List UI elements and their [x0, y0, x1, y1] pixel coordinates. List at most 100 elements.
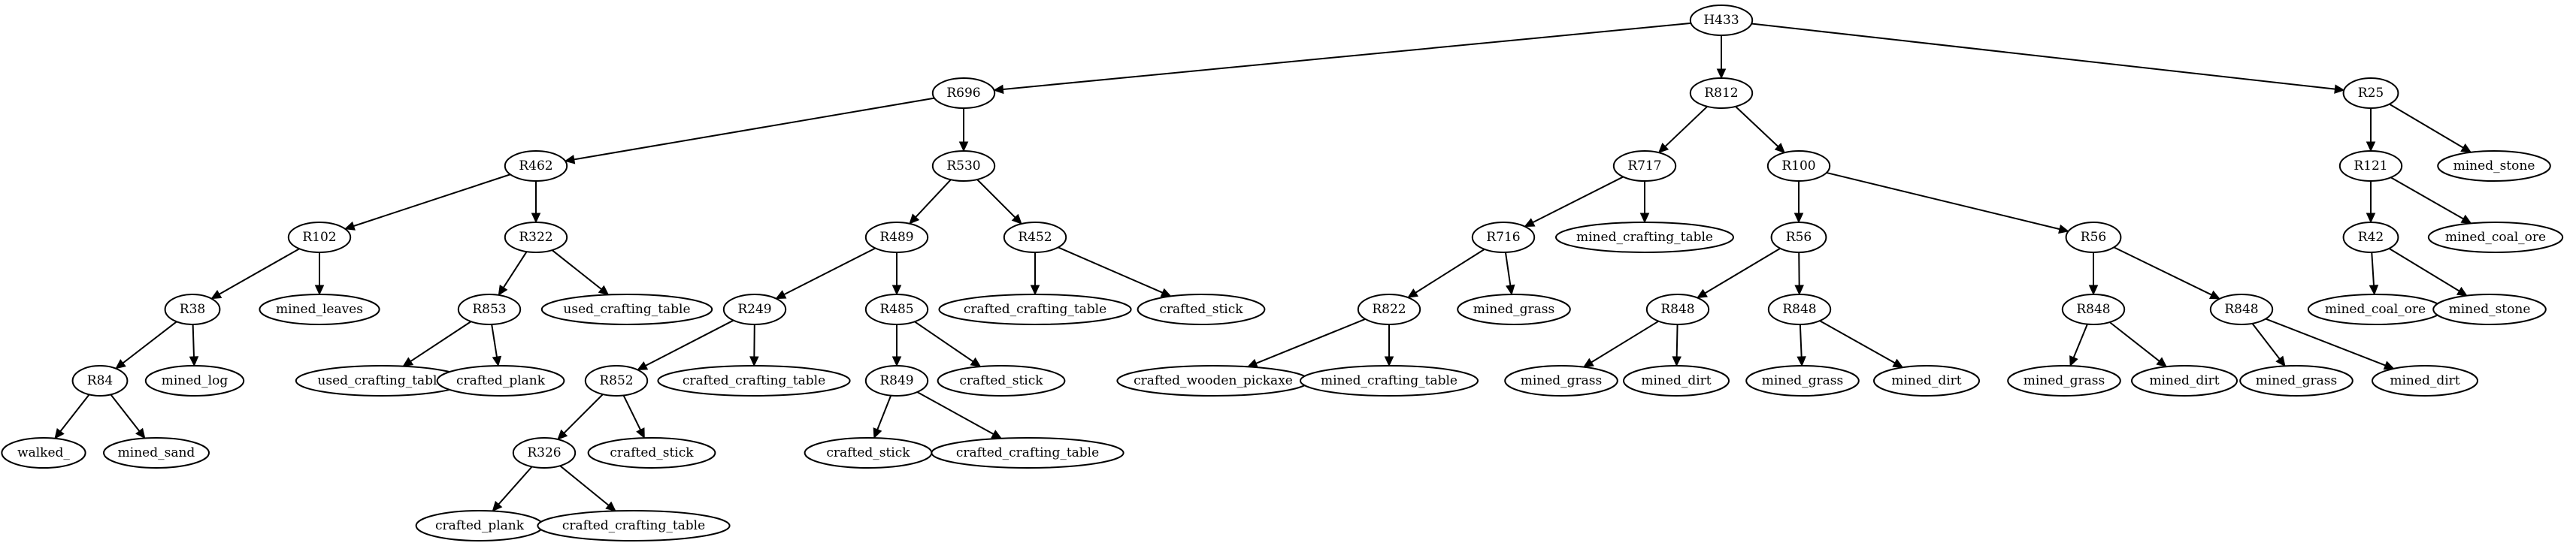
node-label: R848	[1782, 302, 1816, 317]
node-label: mined_coal_ore	[2325, 302, 2426, 317]
node-label: crafted_crafting_table	[683, 373, 825, 388]
node-ellipse	[1612, 150, 1677, 182]
node-ellipse	[1471, 222, 1536, 253]
arrowhead-icon	[2156, 357, 2168, 367]
edge-line	[2113, 246, 2212, 296]
node-ellipse	[2437, 150, 2551, 182]
arrowhead-icon	[2369, 285, 2379, 296]
node-crafted-wooden-pickaxe: crafted_wooden_pickaxe	[1116, 365, 1310, 397]
node-r485: R485	[864, 294, 929, 325]
node-label: crafted_crafting_table	[956, 445, 1099, 460]
node-label: mined_grass	[2256, 373, 2338, 388]
node-ellipse	[259, 294, 380, 325]
node-label: H433	[1703, 13, 1739, 28]
arrowhead-icon	[891, 285, 902, 296]
node-label: mined_dirt	[2149, 373, 2219, 388]
edge-line	[2388, 247, 2460, 292]
node-label: R716	[1486, 230, 1520, 245]
edge-r822-to-mined-crafting-table	[1384, 324, 1394, 367]
edge-r849-to-crafted-crafting-table	[916, 391, 1003, 439]
arrowhead-icon	[909, 213, 920, 225]
edge-r848-to-mined-grass	[1797, 324, 1806, 367]
node-label: R249	[737, 302, 771, 317]
edge-line	[502, 251, 528, 288]
node-ellipse	[1745, 365, 1860, 397]
edge-line	[1819, 320, 1896, 364]
node-ellipse	[287, 222, 352, 253]
edge-line	[2371, 252, 2375, 286]
edge-h433-to-r25	[1751, 23, 2345, 94]
arrowhead-icon	[2383, 360, 2395, 370]
node-ellipse	[1767, 294, 1832, 325]
node-ellipse	[1357, 294, 1421, 325]
edge-h433-to-r812	[1716, 35, 1727, 80]
node-ellipse	[1555, 222, 1734, 253]
node-r326: R326	[512, 437, 577, 469]
arrowhead-icon	[991, 430, 1003, 439]
edge-line	[563, 394, 604, 434]
node-ellipse	[2061, 294, 2126, 325]
edge-r717-to-r716	[1524, 176, 1624, 228]
edge-r848-to-mined-dirt	[1672, 324, 1682, 367]
node-ellipse	[587, 437, 716, 469]
node-label: R25	[2358, 86, 2384, 101]
edge-r822-to-crafted-wooden-pickaxe	[1246, 318, 1366, 368]
node-r42: R42	[2342, 222, 2399, 253]
node-label: R696	[946, 86, 980, 101]
edge-r38-to-mined-log	[189, 324, 199, 367]
node-ellipse	[1504, 365, 1618, 397]
node-label: mined_grass	[1473, 302, 1555, 317]
node-ellipse	[2342, 222, 2399, 253]
node-mined-leaves: mined_leaves	[259, 294, 380, 325]
arrowhead-icon	[531, 213, 541, 224]
edge-r462-to-r322	[531, 181, 541, 224]
edge-line	[916, 391, 994, 435]
node-mined-dirt: mined_dirt	[1873, 365, 1980, 397]
node-mined-sand: mined_sand	[103, 437, 210, 469]
arrowhead-icon	[492, 500, 503, 512]
node-ellipse	[144, 365, 245, 397]
node-r121: R121	[2338, 150, 2403, 182]
edge-r853-to-crafted-plank	[491, 324, 502, 367]
node-crafted-stick: crafted_stick	[587, 437, 716, 469]
node-label: used_crafting_table	[317, 373, 444, 388]
edge-line	[1532, 176, 1624, 224]
edge-line	[1255, 318, 1366, 364]
node-ellipse	[2007, 365, 2121, 397]
arrowhead-icon	[2366, 141, 2376, 152]
arrowhead-icon	[115, 359, 126, 370]
edge-line	[1799, 324, 1803, 357]
edge-r326-to-crafted-crafting-table	[559, 465, 616, 512]
node-crafted-crafting-table: crafted_crafting_table	[931, 437, 1125, 469]
edge-line	[622, 395, 641, 430]
node-label: crafted_stick	[610, 445, 694, 460]
node-mined-log: mined_log	[144, 365, 245, 397]
edge-r716-to-mined-grass	[1504, 252, 1515, 296]
node-mined-coal-ore: mined_coal_ore	[2307, 294, 2444, 325]
edge-line	[1704, 247, 1781, 294]
edge-r530-to-r452	[976, 179, 1022, 225]
edge-line	[219, 248, 300, 295]
edge-r852-to-crafted-stick	[622, 395, 645, 439]
node-ellipse	[2372, 365, 2478, 397]
arrowhead-icon	[1011, 213, 1022, 225]
node-label: mined_grass	[1762, 373, 1844, 388]
edge-r249-to-crafted-crafting-table	[749, 324, 759, 367]
arrowhead-icon	[636, 427, 645, 439]
node-ellipse	[103, 437, 210, 469]
arrowhead-icon	[564, 155, 576, 164]
arrowhead-icon	[970, 357, 982, 367]
node-crafted-plank: crafted_plank	[415, 510, 544, 541]
edge-r25-to-r121	[2366, 108, 2376, 152]
node-ellipse	[1645, 294, 1710, 325]
edge-r848-to-mined-grass	[2251, 323, 2286, 367]
edge-r42-to-mined-coal-ore	[2369, 252, 2379, 296]
node-label: R100	[1781, 158, 1815, 173]
arrowhead-icon	[2208, 290, 2221, 300]
node-ellipse	[2342, 77, 2399, 109]
edge-line	[110, 394, 141, 432]
node-r452: R452	[1003, 222, 1067, 253]
arrowhead-icon	[2088, 285, 2099, 296]
node-label: walked_	[17, 445, 70, 460]
